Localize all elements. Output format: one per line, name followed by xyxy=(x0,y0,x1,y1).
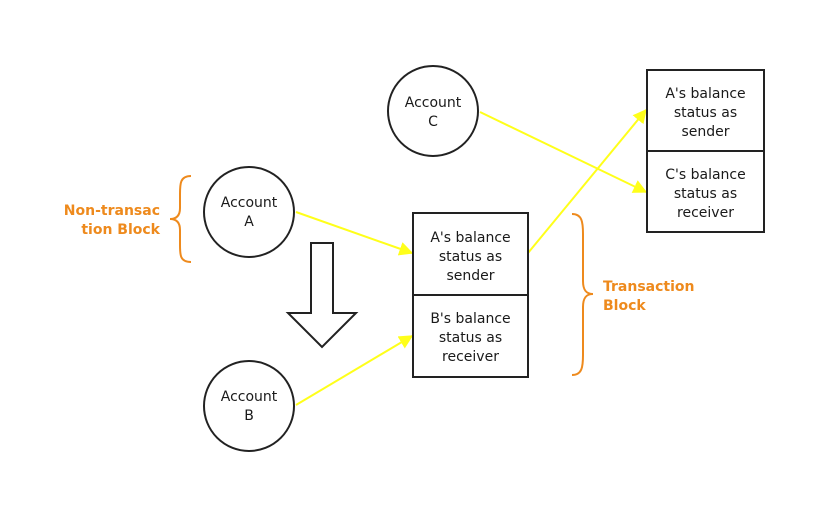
transaction-label-line2: Block xyxy=(603,298,646,314)
account-a-circle xyxy=(203,166,295,258)
right-block-bottom-cell xyxy=(646,150,765,233)
left-block-bottom-line3: receiver xyxy=(442,349,499,365)
left-transaction-block: A's balance status as sender B's balance… xyxy=(412,212,529,378)
account-c-label: Account xyxy=(405,95,462,111)
account-b-circle xyxy=(203,360,295,452)
right-block-top-line2: status as xyxy=(674,105,737,121)
account-a-label: Account xyxy=(221,195,278,211)
non-transaction-label-line1: Non-transac xyxy=(64,203,160,219)
arrow-a-to-left-block xyxy=(295,211,414,256)
right-block-bottom-line3: receiver xyxy=(677,205,734,221)
account-c-circle xyxy=(387,65,479,157)
transaction-label-line1: Transaction xyxy=(603,279,695,295)
account-c-letter: C xyxy=(428,114,438,130)
left-block-bottom-line2: status as xyxy=(439,330,502,346)
account-a-letter: A xyxy=(244,214,254,230)
arrow-c-to-right-block xyxy=(479,111,648,193)
right-block-bottom-line1: C's balance xyxy=(665,167,746,183)
arrow-left-block-to-right-block xyxy=(527,108,647,254)
non-transaction-brace xyxy=(169,175,192,263)
left-block-bottom-line1: B's balance xyxy=(430,311,510,327)
right-transaction-block: A's balance status as sender C's balance… xyxy=(646,69,765,233)
left-block-top-line2: status as xyxy=(439,249,502,265)
account-b-letter: B xyxy=(244,408,254,424)
transition-arrow-icon xyxy=(285,242,359,349)
right-block-top-line3: sender xyxy=(681,124,729,140)
arrow-b-to-left-block xyxy=(295,335,414,406)
non-transaction-label-line2: tion Block xyxy=(81,222,160,238)
left-block-bottom-cell xyxy=(412,294,529,378)
account-b-label: Account xyxy=(221,389,278,405)
transaction-brace xyxy=(571,213,594,376)
left-block-top-line3: sender xyxy=(446,268,494,284)
right-block-bottom-line2: status as xyxy=(674,186,737,202)
left-block-top-line1: A's balance xyxy=(430,230,510,246)
right-block-top-line1: A's balance xyxy=(665,86,745,102)
